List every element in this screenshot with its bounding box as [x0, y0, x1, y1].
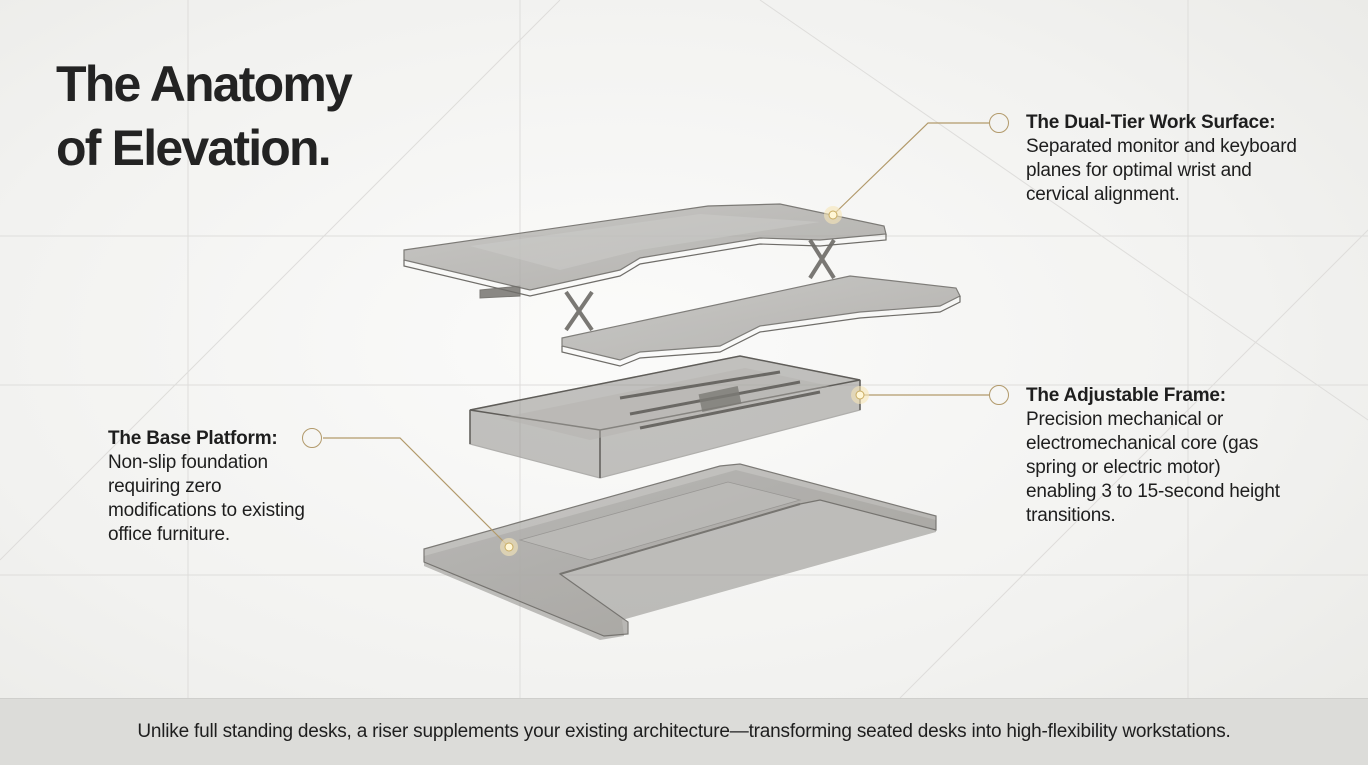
leader-lines: [323, 122, 989, 548]
callout-work-surface-body: Separated monitor and keyboard planes fo…: [1026, 136, 1297, 205]
callout-frame-body: Precision mechanical or electromechanica…: [1026, 409, 1280, 526]
anchor-dots: [500, 206, 869, 556]
adjustable-frame-part: [469, 355, 861, 479]
title-line-2: of Elevation.: [56, 120, 332, 176]
monitor-tier-part: [403, 203, 887, 297]
work-surface-marker: [989, 113, 1009, 133]
base-platform-part: [423, 463, 937, 640]
frame-marker: [989, 385, 1009, 405]
footer-text: Unlike full standing desks, a riser supp…: [137, 721, 1231, 742]
page-title: The Anatomy of Elevation.: [56, 52, 353, 180]
title-line-1: The Anatomy: [56, 56, 353, 112]
keyboard-tier-part: [561, 275, 961, 367]
callout-base: The Base Platform: Non-slip foundation r…: [108, 427, 338, 547]
callout-frame-heading: The Adjustable Frame:: [1026, 385, 1226, 406]
callout-work-surface-heading: The Dual-Tier Work Surface:: [1026, 112, 1276, 133]
callout-work-surface: The Dual-Tier Work Surface: Separated mo…: [1026, 111, 1346, 207]
footer-bar: Unlike full standing desks, a riser supp…: [0, 698, 1368, 765]
callout-frame: The Adjustable Frame: Precision mechanic…: [1026, 384, 1346, 528]
callout-base-body: Non-slip foundation requiring zero modif…: [108, 452, 305, 545]
scissor-legs: [479, 238, 836, 332]
callout-base-heading: The Base Platform:: [108, 428, 278, 449]
base-marker: [302, 428, 322, 448]
